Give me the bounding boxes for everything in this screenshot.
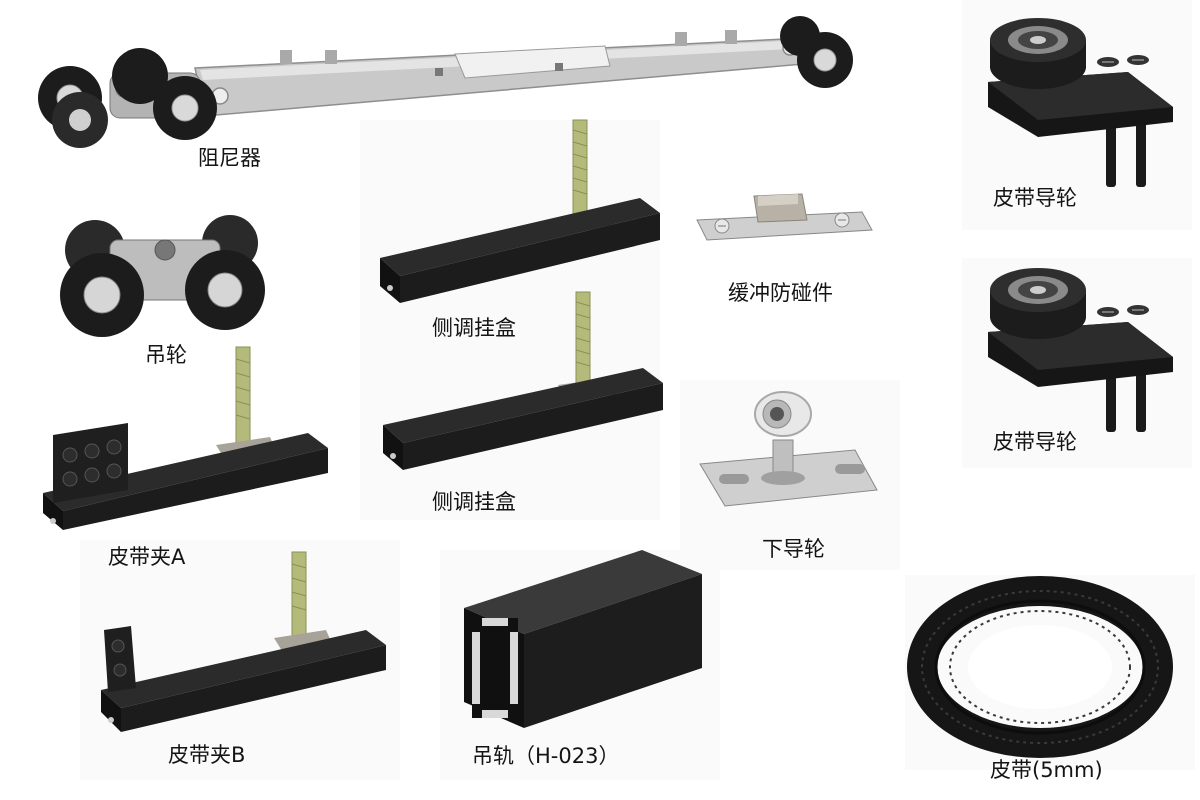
hanging-rail-label: 吊轨（H-023） — [472, 744, 620, 768]
buffer-bumper-label: 缓冲防碰件 — [728, 281, 833, 305]
belt-clamp-a-image — [43, 346, 328, 530]
belt-guide-wheel-2-image — [988, 268, 1173, 432]
belt-label: 皮带(5mm) — [990, 758, 1103, 782]
buffer-bumper-image — [696, 193, 873, 241]
belt-clamp-a-label: 皮带夹A — [108, 545, 186, 569]
hanging-rail-image — [464, 550, 702, 728]
belt-clamp-b-image — [101, 551, 386, 732]
belt-image — [907, 576, 1173, 758]
side-adjust-box-2-image — [383, 291, 663, 470]
side-adjust-box-1-image — [380, 119, 660, 303]
belt-guide-wheel-1-image — [988, 18, 1173, 187]
lower-guide-wheel-label: 下导轮 — [762, 537, 825, 561]
belt-guide-wheel-1-label: 皮带导轮 — [993, 186, 1077, 210]
lower-guide-wheel-image — [699, 391, 878, 507]
hanging-wheel-image — [60, 215, 265, 337]
side-adjust-box-1-label: 侧调挂盒 — [432, 316, 516, 340]
damper-image — [38, 16, 853, 148]
hanging-wheel-label: 吊轮 — [145, 343, 187, 367]
belt-guide-wheel-2-label: 皮带导轮 — [993, 430, 1077, 454]
side-adjust-box-2-label: 侧调挂盒 — [432, 490, 516, 514]
damper-label: 阻尼器 — [198, 146, 261, 170]
belt-clamp-b-label: 皮带夹B — [168, 743, 246, 767]
